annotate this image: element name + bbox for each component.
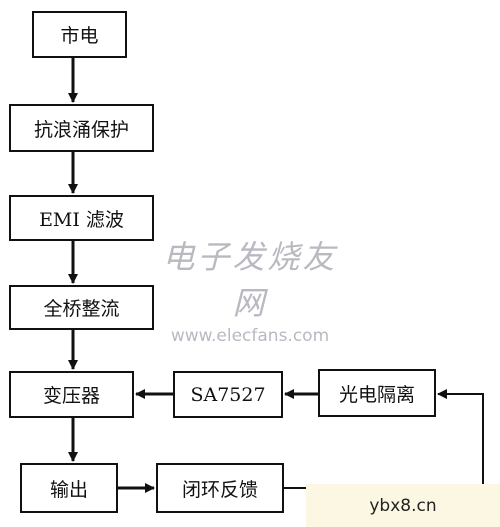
block-surge-protection-label: 抗浪涌保护 bbox=[33, 118, 129, 141]
block-transformer: 变压器 bbox=[9, 371, 134, 418]
block-optocoupler: 光电隔离 bbox=[318, 369, 436, 417]
block-controller: SA7527 bbox=[173, 371, 283, 418]
corner-site-mark-text: ybx8.cn bbox=[369, 495, 437, 516]
block-output: 输出 bbox=[20, 463, 118, 513]
block-mains: 市电 bbox=[32, 11, 127, 58]
block-mains-label: 市电 bbox=[60, 25, 99, 47]
block-closed-loop-feedback-label: 闭环反馈 bbox=[181, 478, 258, 501]
block-bridge-rectifier: 全桥整流 bbox=[9, 285, 154, 330]
block-output-label: 输出 bbox=[49, 478, 88, 501]
block-optocoupler-label: 光电隔离 bbox=[338, 383, 415, 406]
block-emi-filter-label: EMI 滤波 bbox=[39, 208, 124, 231]
block-surge-protection: 抗浪涌保护 bbox=[9, 104, 154, 152]
block-closed-loop-feedback: 闭环反馈 bbox=[156, 463, 284, 513]
block-transformer-label: 变压器 bbox=[42, 385, 100, 407]
block-controller-label: SA7527 bbox=[190, 383, 266, 406]
corner-site-mark: ybx8.cn bbox=[306, 484, 500, 527]
block-bridge-rectifier-label: 全桥整流 bbox=[43, 298, 120, 320]
block-emi-filter: EMI 滤波 bbox=[9, 195, 154, 241]
